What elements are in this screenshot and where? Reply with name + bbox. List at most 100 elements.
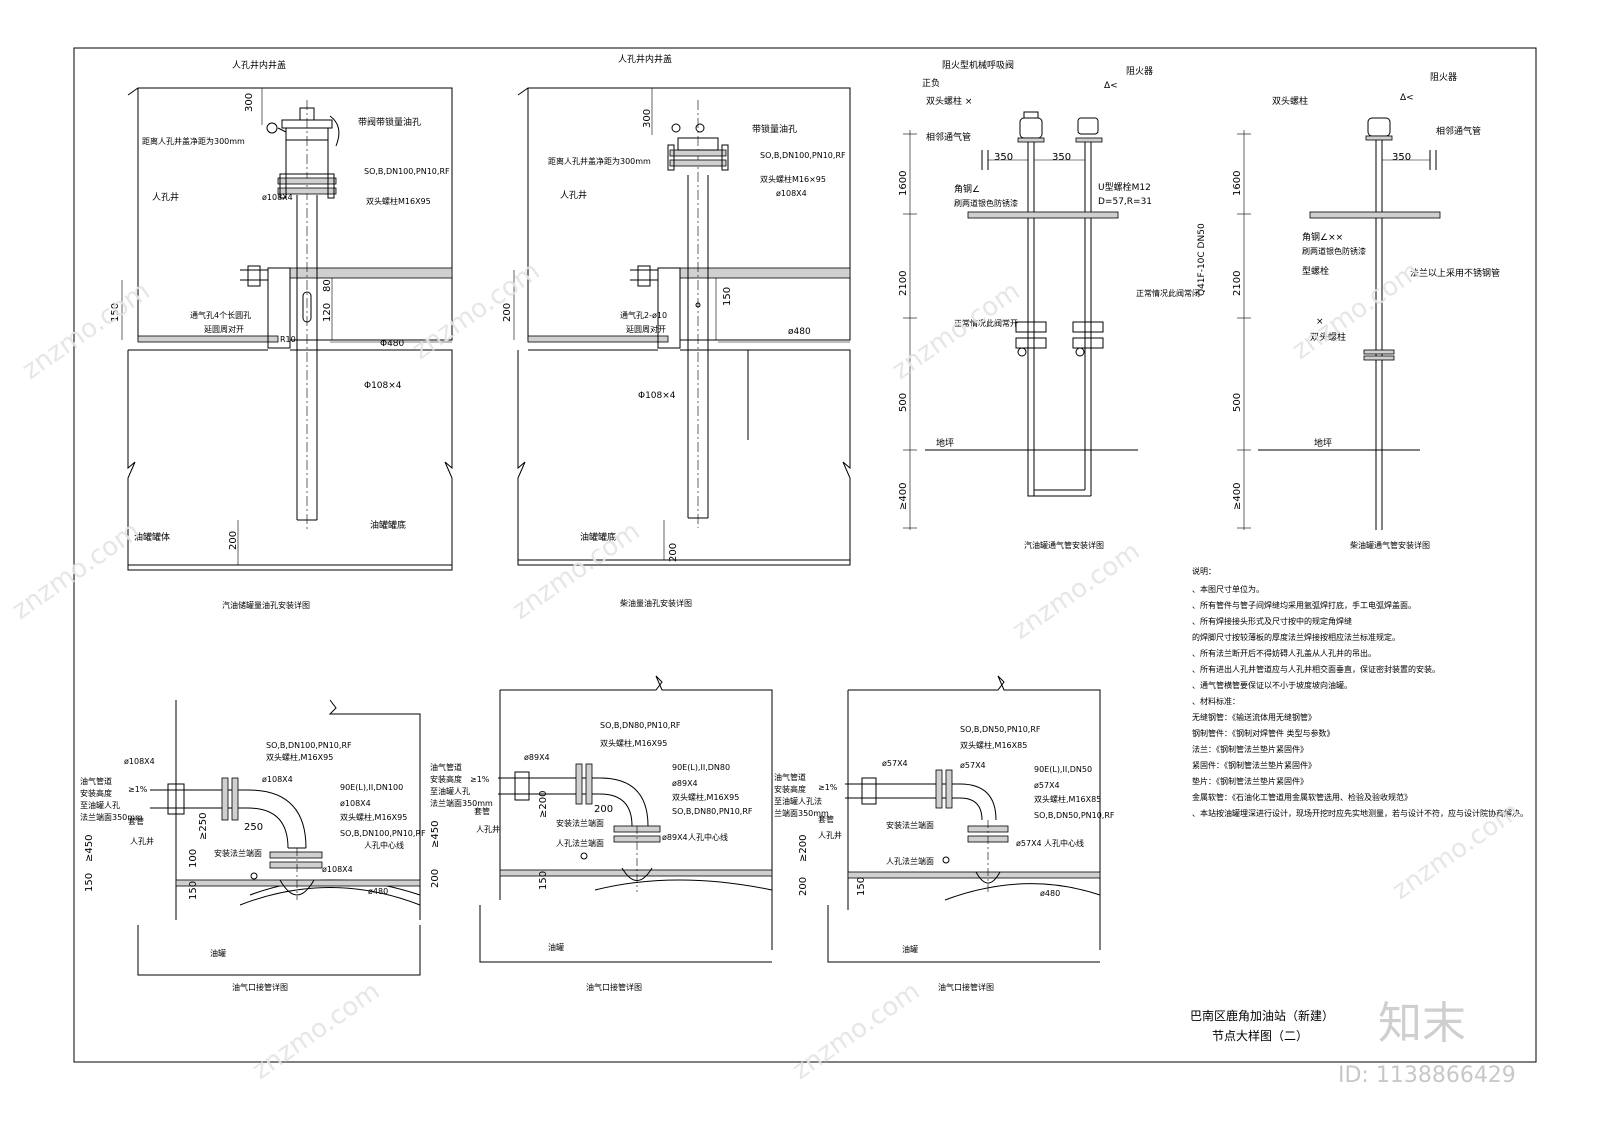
d1-oil-hole: 带阀带锁量油孔 bbox=[358, 116, 421, 128]
d1-tank-bottom: 油罐罐底 bbox=[370, 519, 406, 531]
d3-350a: 350 bbox=[994, 152, 1013, 163]
d2-dim-150: 150 bbox=[722, 287, 733, 306]
d7-d200: ≥200 bbox=[798, 835, 809, 862]
d7-install: 安装法兰端面 bbox=[886, 820, 934, 830]
d5-tank: 油罐 bbox=[210, 948, 226, 958]
d4-x: × bbox=[1316, 317, 1324, 327]
d2-oil-hole: 带锁量油孔 bbox=[752, 123, 797, 135]
d1-pipe: ø108X4 bbox=[262, 193, 293, 202]
d5-note3: 至油罐人孔 bbox=[80, 800, 120, 810]
d2-manhole-cover: 人孔井内井盖 bbox=[618, 53, 672, 65]
d3-2100: 2100 bbox=[898, 271, 909, 296]
notes-line-11: 法兰：《钢制管法兰垫片紧固件》 bbox=[1192, 744, 1308, 754]
d1-dim-300: 300 bbox=[244, 93, 255, 112]
d4-350: 350 bbox=[1392, 152, 1411, 163]
d5-d450: ≥450 bbox=[84, 835, 95, 862]
d3-normally-closed: 正常情况此阀常闭 bbox=[1136, 288, 1200, 298]
d6-d450: ≥450 bbox=[430, 821, 441, 848]
d7-tank: 油罐 bbox=[902, 944, 918, 954]
d3-ubolt2: D=57,R=31 bbox=[1098, 197, 1152, 207]
d3-paint: 刷两道银色防锈漆 bbox=[954, 198, 1018, 208]
d3-gate: Q41F-10C DN50 bbox=[1197, 223, 1207, 296]
d5-d250v: ≥250 bbox=[198, 813, 209, 840]
d4-bolt: 型螺栓 bbox=[1302, 265, 1329, 277]
detail-vapor-nozzle-dn50 bbox=[827, 675, 1101, 963]
d7-note1: 油气管道 bbox=[774, 772, 806, 782]
d5-manhole: 人孔井 bbox=[130, 836, 154, 846]
d6-tank: 油罐 bbox=[548, 942, 564, 952]
d7-note3: 至油罐人孔法 bbox=[774, 796, 822, 806]
d3-ground: 地坪 bbox=[936, 437, 954, 449]
d7-center: 人孔中心线 bbox=[1044, 838, 1084, 848]
d7-manhole: 人孔井 bbox=[818, 830, 842, 840]
d7-note4: 兰端面350mm bbox=[774, 808, 829, 818]
d2-vent-slot2: 延圆周对开 bbox=[626, 324, 666, 334]
d2-dim-200b: 200 bbox=[668, 543, 679, 562]
d5-pipe4: ø108X4 bbox=[322, 865, 353, 874]
d2-caption: 柴油量油孔安装详图 bbox=[620, 598, 692, 608]
d4-400: ≥400 bbox=[1232, 483, 1243, 510]
d4-adjacent: 相邻通气管 bbox=[1436, 125, 1481, 137]
d2-phi108: Φ108×4 bbox=[638, 391, 676, 401]
d5-d150b: 150 bbox=[188, 881, 199, 900]
d7-phi480: ø480 bbox=[1040, 889, 1060, 898]
d5-sleeve: 套管 bbox=[128, 816, 144, 826]
d7-slope: ≥1% bbox=[818, 783, 838, 792]
d1-clearance: 距离人孔井盖净距为300mm bbox=[142, 136, 245, 146]
detail-diesel-vent-pipe bbox=[1237, 117, 1441, 530]
notes-line-4: 的焊脚尺寸按较薄板的厚度法兰焊接按相应法兰标准规定。 bbox=[1192, 632, 1400, 642]
detail-gasoline-vent-pipe bbox=[903, 111, 1138, 530]
notes-line-2: 、所有管件与管子间焊缝均采用氩弧焊打底，手工电弧焊盖面。 bbox=[1192, 600, 1416, 610]
d3-stud: 双头螺柱 × bbox=[926, 95, 972, 107]
d6-center: 人孔中心线 bbox=[688, 832, 728, 842]
watermark-8: znzmo.com bbox=[247, 976, 386, 1086]
d1-vent-slot: 通气孔4个长圆孔 bbox=[190, 310, 251, 320]
d3-adjacent: 相邻通气管 bbox=[926, 131, 971, 143]
title-drawing: 节点大样图（二） bbox=[1212, 1028, 1308, 1043]
d7-d200b: 200 bbox=[798, 877, 809, 896]
d7-pipe4: ø57X4 bbox=[1016, 839, 1042, 848]
d7-note2: 安装高度 bbox=[774, 784, 806, 794]
d1-vent-slot2: 延圆周对开 bbox=[204, 324, 244, 334]
d1-dim-120: 120 bbox=[322, 303, 333, 322]
d6-install: 安装法兰端面 bbox=[556, 818, 604, 828]
notes-line-3: 、所有焊接接头形式及尺寸按中的规定角焊缝 bbox=[1192, 616, 1352, 626]
d3-positive: 正负 bbox=[922, 77, 940, 89]
d4-paint: 刷两道银色防锈漆 bbox=[1302, 246, 1366, 256]
d6-note2: 安装高度 bbox=[430, 774, 462, 784]
d4-arrester: 阻火器 bbox=[1430, 72, 1457, 83]
watermark-5: znzmo.com bbox=[7, 516, 146, 626]
d7-pipe3: ø57X4 bbox=[1034, 781, 1060, 790]
d6-elbow: 90E(L),II,DN80 bbox=[672, 763, 730, 772]
d5-pipe3: ø108X4 bbox=[340, 799, 371, 808]
d6-pipe3: ø89X4 bbox=[672, 779, 698, 788]
d6-d200b: 200 bbox=[430, 869, 441, 888]
d6-d200: ≥200 bbox=[538, 791, 549, 818]
d4-stainless: 法兰以上采用不锈钢管 bbox=[1410, 267, 1500, 279]
notes-heading: 说明： bbox=[1192, 566, 1216, 576]
d7-flange2: SO,B,DN50,PN10,RF bbox=[1034, 811, 1115, 820]
d3-350b: 350 bbox=[1052, 152, 1071, 163]
d6-d200h: 200 bbox=[594, 804, 613, 815]
d1-flange: SO,B,DN100,PN10,RF bbox=[364, 167, 450, 176]
d1-dim-80: 80 bbox=[322, 279, 333, 292]
d3-500: 500 bbox=[898, 393, 909, 412]
watermark-1: znzmo.com bbox=[17, 276, 156, 386]
detail-gasoline-gauge-hole bbox=[121, 87, 453, 571]
d5-d250: 250 bbox=[244, 822, 263, 833]
d7-stud2: 双头螺柱,M16X85 bbox=[1034, 794, 1101, 804]
d6-stud2: 双头螺柱,M16X95 bbox=[672, 792, 739, 802]
d4-stud: 双头螺柱 bbox=[1272, 95, 1308, 107]
d7-flange: SO,B,DN50,PN10,RF bbox=[960, 725, 1041, 734]
d4-ground: 地坪 bbox=[1314, 437, 1332, 449]
d7-pipe2: ø57X4 bbox=[960, 761, 986, 770]
d6-caption: 油气口接管详图 bbox=[586, 982, 642, 992]
notes-line-6: 、所有进出人孔井管道应与人孔井相交面垂直，保证密封装置的安装。 bbox=[1192, 664, 1440, 674]
d2-stud: 双头螺柱M16×95 bbox=[760, 174, 826, 184]
d6-slope: ≥1% bbox=[470, 775, 490, 784]
d3-1600: 1600 bbox=[898, 171, 909, 196]
d4-2100: 2100 bbox=[1232, 271, 1243, 296]
notes-line-9: 无缝钢管：《输送流体用无缝钢管》 bbox=[1192, 712, 1316, 722]
d3-normally-open: 正常情况此阀常开 bbox=[954, 318, 1018, 328]
